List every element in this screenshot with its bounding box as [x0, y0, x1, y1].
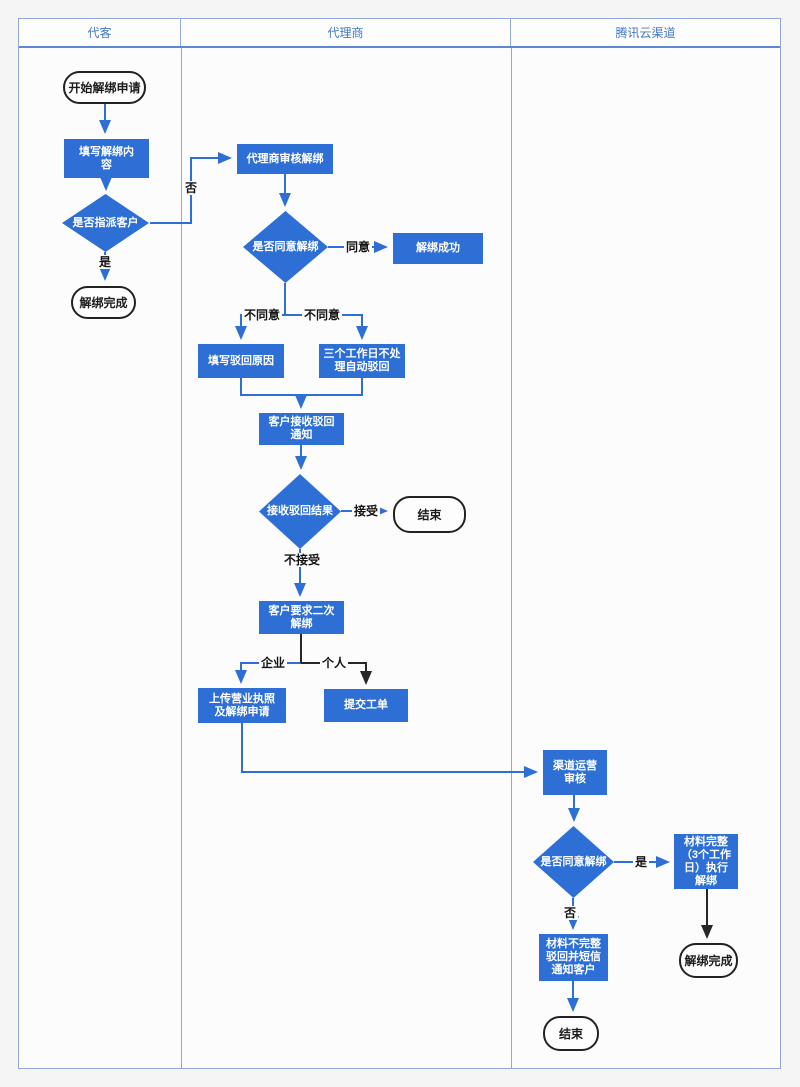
- node-end-1: 结束: [393, 496, 466, 533]
- lane-header-channel: 腾讯云渠道: [615, 26, 676, 40]
- edge-label-no-1: 否: [182, 181, 200, 195]
- node-submit-ticket: 提交工单: [324, 689, 408, 722]
- flowchart-canvas: 代客 代理商 腾讯云渠道: [18, 18, 781, 1069]
- node-complete-execute-unbind: 材料完整 （3个工作 日）执行 解绑: [674, 834, 738, 889]
- edge-label-disagree-left: 不同意: [241, 308, 283, 322]
- node-end-2: 结束: [543, 1016, 599, 1051]
- connector-merge: [240, 378, 363, 396]
- lane-header-customer: 代客: [19, 19, 181, 46]
- node-fill-unbind-content: 填写解绑内 容: [64, 139, 149, 178]
- node-customer-receive-notice: 客户接收驳回 通知: [259, 413, 344, 445]
- node-decision-agree-unbind-1: 是否同意解绑: [243, 211, 328, 283]
- lane-header-agent: 代理商: [181, 19, 511, 46]
- lane-divider-2: [511, 48, 512, 1068]
- node-second-unbind-request: 客户要求二次 解绑: [259, 601, 344, 634]
- node-fill-reject-reason: 填写驳回原因: [198, 344, 284, 378]
- node-start-unbind-request: 开始解绑申请: [63, 71, 146, 104]
- edge-label-agree: 同意: [343, 240, 373, 254]
- edge-label-yes-1: 是: [96, 255, 114, 269]
- node-decision-assign-customer: 是否指派客户: [62, 194, 149, 252]
- edge-label-not-accept: 不接受: [281, 553, 323, 567]
- node-decision-receive-result: 接收驳回结果: [259, 474, 341, 549]
- edge-label-disagree-right: 不同意: [301, 308, 343, 322]
- node-unbind-complete-2: 解绑完成: [679, 943, 738, 978]
- edge-label-yes-2: 是: [632, 855, 650, 869]
- node-decision-agree-unbind-2: 是否同意解绑: [533, 826, 614, 898]
- node-unbind-complete-1: 解绑完成: [71, 286, 136, 319]
- node-auto-reject-3-days: 三个工作日不处 理自动驳回: [319, 344, 405, 378]
- edge-label-no-2: 否: [561, 906, 579, 920]
- lane-divider-1: [181, 48, 182, 1068]
- node-upload-license: 上传营业执照 及解绑申请: [198, 688, 286, 723]
- edge-label-personal: 个人: [319, 656, 349, 670]
- edge-label-accept: 接受: [351, 504, 381, 518]
- lane-header-row: 代客 代理商 腾讯云渠道: [19, 19, 780, 48]
- node-channel-operation-review: 渠道运营 审核: [543, 750, 607, 795]
- node-agent-review-unbind: 代理商审核解绑: [237, 144, 333, 174]
- edge-label-enterprise: 企业: [258, 656, 288, 670]
- connector-upload-to-channel: [241, 723, 538, 778]
- node-unbind-success: 解绑成功: [393, 233, 483, 264]
- node-incomplete-reject-sms: 材料不完整 驳回并短信 通知客户: [539, 934, 608, 981]
